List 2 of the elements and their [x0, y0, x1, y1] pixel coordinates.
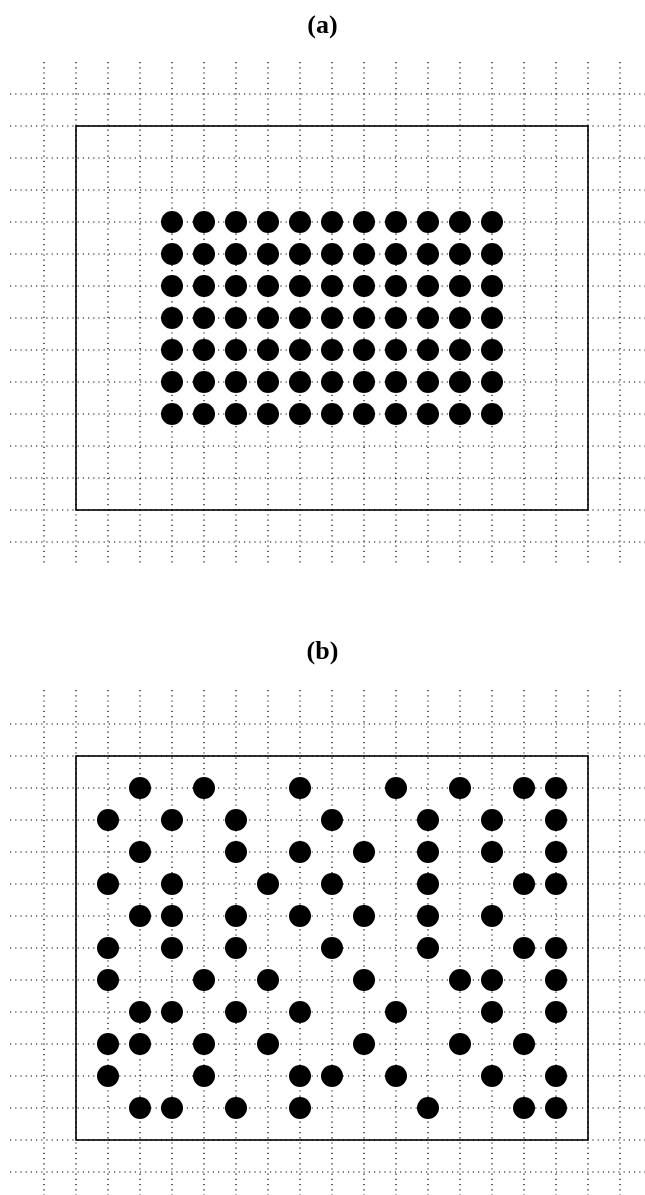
panel-label: (b): [306, 636, 339, 666]
panel-label: (a): [307, 10, 338, 40]
